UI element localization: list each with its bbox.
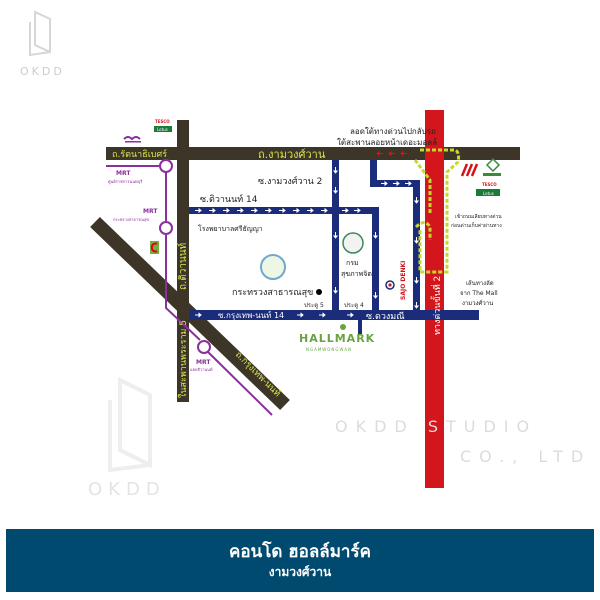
gate5-label: ประตู 5 <box>304 302 324 309</box>
label-ngamwongwan: ถ.งามวงศ์วาน <box>258 148 326 161</box>
tesco-text: TESCO <box>482 182 497 187</box>
road-tiwanon <box>177 120 189 402</box>
gate4-label: ประตู 4 <box>344 302 364 309</box>
tesco-lotus-logo: TESCO Lotus <box>154 119 172 132</box>
watermark-logo-text: OKDD <box>88 479 166 500</box>
sajo-label: SAJO DENKI <box>400 261 407 300</box>
ministry-label: กระทรวงสาธารณสุข <box>232 288 313 298</box>
direction-arrow <box>413 302 420 309</box>
uturn-note-1: ลอดใต้ทางด่วนไปกลับรถ <box>350 127 436 136</box>
banner-subtitle: งามวงศ์วาน <box>268 565 332 579</box>
direction-arrow <box>381 180 388 187</box>
shortcut-note-2: จาก The Mall <box>460 290 498 297</box>
uturn-arrow <box>400 150 407 157</box>
mrt-line <box>106 159 273 416</box>
mrt-label: MRT <box>143 208 158 215</box>
label-expressway: ทางด่วนขั้นที่ 2 <box>430 276 443 335</box>
label-soi-tiwanon14: ซ.ติวานนท์ 14 <box>200 193 258 205</box>
dept-emblem <box>342 232 364 254</box>
direction-arrow <box>332 287 339 294</box>
direction-arrow <box>393 180 400 187</box>
hallmark-dot <box>340 324 346 330</box>
direction-arrow <box>319 312 326 318</box>
direction-arrow <box>354 207 361 214</box>
direction-arrow <box>332 167 339 174</box>
direction-arrow <box>332 187 339 194</box>
label-rattanathibet: ถ.รัตนาธิเบศร์ <box>112 148 167 160</box>
label-rama5: ในสะพานพระราม 5 <box>178 320 189 398</box>
frontage-note-2: ก่อนด่านเก็บค่าผ่านทาง <box>451 221 502 229</box>
sajo-dot <box>388 283 392 287</box>
direction-arrow <box>195 207 202 214</box>
direction-arrow <box>347 312 354 318</box>
shortcut-note-3: งามวงศ์วาน <box>462 299 493 307</box>
label-bangkok-non: ถ.กรุงเทพ-นนท์ <box>233 349 284 400</box>
direction-arrow <box>332 232 339 239</box>
frontage-note-1: เข้าถนนเลียบทางด่วน <box>455 213 502 220</box>
dept-label-1: กรม <box>346 259 359 267</box>
direction-arrow <box>372 232 379 239</box>
mrt-station-circle <box>159 159 173 173</box>
title-banner: คอนโด ฮอลล์มาร์ค งามวงศ์วาน <box>6 529 594 592</box>
direction-arrow <box>372 292 379 299</box>
uturn-arrow <box>376 150 383 157</box>
hospital-label: โรงพยาบาลศรีธัญญา <box>198 224 263 233</box>
hallmark-sublabel: NGAMWONGWAN <box>306 347 352 352</box>
mrt-labels: MRT ศูนย์ราชการนนทบุรี MRT กระทรวงสาธารณ… <box>108 170 213 372</box>
logo-text: OKDD <box>20 65 65 78</box>
hallmark-label: HALLMARK <box>299 332 375 345</box>
label-soi-duangmanee: ซ.ดวงมณี <box>366 311 405 322</box>
direction-arrow <box>307 207 314 214</box>
mrt-label: MRT <box>196 359 211 366</box>
watermark-line1: OKDD STUDIO <box>335 417 537 436</box>
uturn-note-2: ใต้สะพานลอยหน้าเดอะมอลล์ <box>337 137 437 147</box>
mrt-label: MRT <box>116 170 131 177</box>
direction-arrow <box>223 207 230 214</box>
bigc-logo <box>150 241 159 254</box>
uturn-route <box>413 148 461 274</box>
brand-logo-green <box>483 157 501 176</box>
direction-arrow <box>297 312 304 318</box>
direction-arrow <box>251 207 258 214</box>
direction-arrow <box>293 207 300 214</box>
banner-title: คอนโด ฮอลล์มาร์ค <box>229 542 371 562</box>
label-soi-ngamwongwan2: ซ.งามวงศ์วาน 2 <box>258 175 322 187</box>
label-tiwanon: ถ.ติวานนท์ <box>177 243 189 290</box>
lotus-text: Lotus <box>483 191 494 196</box>
ministry-emblem <box>260 254 286 280</box>
direction-arrow <box>195 312 202 318</box>
mrt-station-name: ศูนย์ราชการนนทบุรี <box>108 179 143 185</box>
okdd-watermark-logo: OKDD <box>88 376 166 500</box>
uturn-arrow <box>388 150 395 157</box>
home-pro-logo <box>460 163 479 177</box>
direction-arrow <box>342 207 349 214</box>
direction-arrow <box>279 207 286 214</box>
direction-arrow <box>413 197 420 204</box>
okdd-logo: OKDD <box>20 10 65 78</box>
mrt-station-circle <box>159 221 173 235</box>
direction-arrow <box>405 180 412 187</box>
direction-arrow <box>321 207 328 214</box>
direction-arrows <box>195 150 420 318</box>
direction-arrow <box>237 207 244 214</box>
label-soi-bkk-non14: ซ.กรุงเทพ-นนท์ 14 <box>218 310 284 320</box>
watermark-line2: CO., LTD <box>460 447 591 466</box>
dept-label-2: สุขภาพจิต <box>341 270 372 278</box>
tesco-text: TESCO <box>155 119 170 124</box>
central-logo <box>123 136 141 143</box>
mrt-station-name: กระทรวงสาธารณสุข <box>113 217 149 223</box>
road-ngamwongwan <box>106 147 520 160</box>
mrt-station-circle <box>197 340 211 354</box>
shortcut-note-1: เส้นทางลัด <box>466 280 494 287</box>
lotus-text: Lotus <box>157 127 168 132</box>
ministry-dot <box>316 289 322 295</box>
direction-arrow <box>209 207 216 214</box>
direction-arrow <box>413 237 420 244</box>
direction-arrow <box>413 277 420 284</box>
tesco-lotus-logo-right: TESCO Lotus <box>476 182 500 196</box>
direction-arrow <box>265 207 272 214</box>
mrt-station-name: แยกติวานนท์ <box>190 367 213 372</box>
